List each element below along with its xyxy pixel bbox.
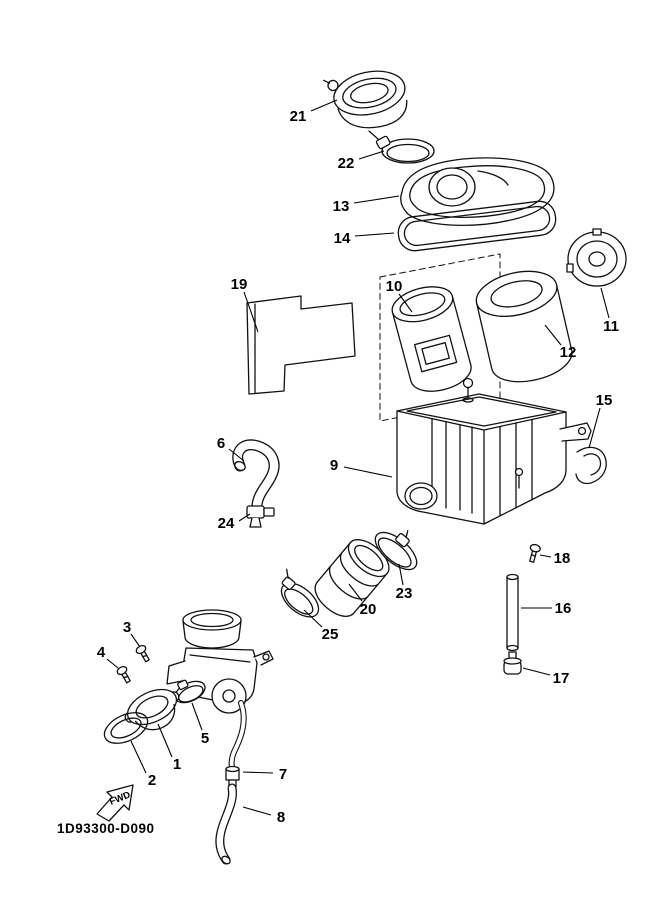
callout-leader-20 [348,583,363,602]
part-20-intake-duct [314,539,390,617]
part-3-screw [135,644,150,663]
part-24-hose-joint [246,505,275,528]
callout-14: 14 [334,230,351,247]
callout-24: 24 [218,515,235,532]
callout-12: 12 [560,344,577,361]
callout-20: 20 [360,601,377,618]
callout-9: 9 [330,457,338,474]
carburetor-body [166,609,274,714]
callout-16: 16 [555,600,572,617]
part-11-element-end-cap [566,228,627,287]
part-13-case-cover [400,157,555,226]
part-21-air-duct-joint [323,70,408,129]
callout-13: 13 [333,198,350,215]
part-14-cover-seal [397,200,557,252]
part-18-screw [529,543,541,563]
callout-leader-25 [303,609,323,628]
diagram-code: 1D93300-D090 [57,821,155,836]
callout-leader-8 [242,806,272,816]
callout-4: 4 [97,644,106,661]
part-15-duct-clamp-bracket [575,446,607,485]
callout-leader-1 [157,723,173,758]
callout-leader-2 [130,740,147,774]
callout-1: 1 [173,756,181,773]
callout-11: 11 [603,318,619,335]
callout-21: 21 [290,108,307,125]
callout-leader-15 [588,407,601,449]
callout-leader-4 [106,658,119,669]
callout-leader-19 [243,291,259,333]
fwd-arrow [96,784,134,822]
callout-leader-6 [228,448,245,462]
part-23-hose-clamp [374,530,418,571]
callout-leader-12 [544,324,562,346]
callout-leader-23 [398,563,404,586]
part-25-duct-clamp [280,568,320,618]
callout-19: 19 [231,276,248,293]
part-17-pipe-plug [503,651,522,675]
callout-leader-18 [539,554,552,558]
callout-leader-13 [353,195,400,204]
callout-leader-11 [600,287,610,319]
callout-5: 5 [201,730,209,747]
callout-17: 17 [553,670,570,687]
callout-15: 15 [596,392,613,409]
overflow-hose-upper [228,700,247,770]
callout-leader-7 [242,771,274,774]
callout-leader-24 [238,513,251,522]
part-22-hose-clamp [368,130,435,164]
part-8-drain-hose [215,783,237,865]
callout-22: 22 [338,155,355,172]
callout-leader-14 [354,232,395,237]
callout-leader-10 [398,293,413,313]
part-2-joint-gasket [103,712,149,744]
part-9-cleaner-case [396,377,592,525]
callout-18: 18 [554,550,571,567]
part-12-filter-element [475,270,573,383]
callout-10: 10 [386,278,403,295]
callout-7: 7 [279,766,287,783]
callout-leader-21 [310,99,338,112]
callout-25: 25 [322,626,339,643]
callout-3: 3 [123,619,131,636]
diagram-artwork [96,70,627,865]
part-4-screw [116,665,131,684]
part-7-hose-joint [225,765,240,788]
callout-leader-3 [130,633,141,648]
callout-8: 8 [277,809,285,826]
callout-leader-22 [358,150,385,160]
part-6-breather-hose [232,439,280,511]
callout-leader-9 [343,466,393,478]
part-10-foam-element [391,286,472,392]
callout-2: 2 [148,772,156,789]
callout-leader-5 [191,702,203,731]
callout-6: 6 [217,435,225,452]
part-19-shield-plate [246,295,356,395]
part-16-drain-pipe [506,573,519,652]
callout-23: 23 [396,585,413,602]
callout-leader-17 [522,667,551,676]
